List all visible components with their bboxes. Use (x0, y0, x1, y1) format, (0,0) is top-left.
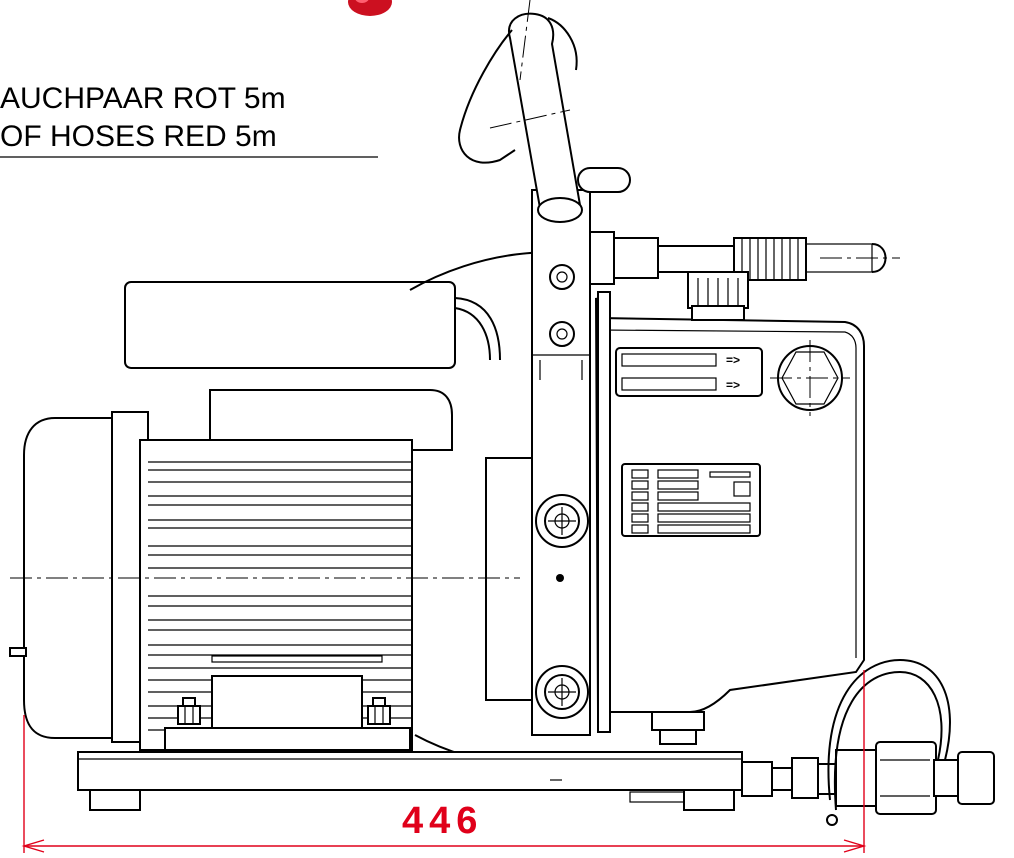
pump-body: => => (595, 297, 865, 745)
hose-label-english: OF HOSES RED 5m (0, 120, 277, 153)
outlet-coupling (741, 658, 995, 826)
base-plate (77, 751, 743, 811)
side-plate (531, 189, 611, 736)
nameplate (621, 463, 761, 537)
arrow-symbol-1: => (726, 353, 740, 367)
port-panel (615, 347, 763, 397)
dimension-value: 446 (402, 800, 484, 842)
motor (9, 281, 501, 751)
arrow-symbol-2: => (726, 378, 740, 392)
red-knob-icon (348, 0, 392, 16)
oil-plug-icon (770, 340, 850, 416)
inlet-fitting (589, 231, 900, 321)
carry-handle (458, 0, 631, 223)
overall-length-dimension (21, 670, 867, 853)
hose-label-german: AUCHPAAR ROT 5m (0, 82, 286, 115)
